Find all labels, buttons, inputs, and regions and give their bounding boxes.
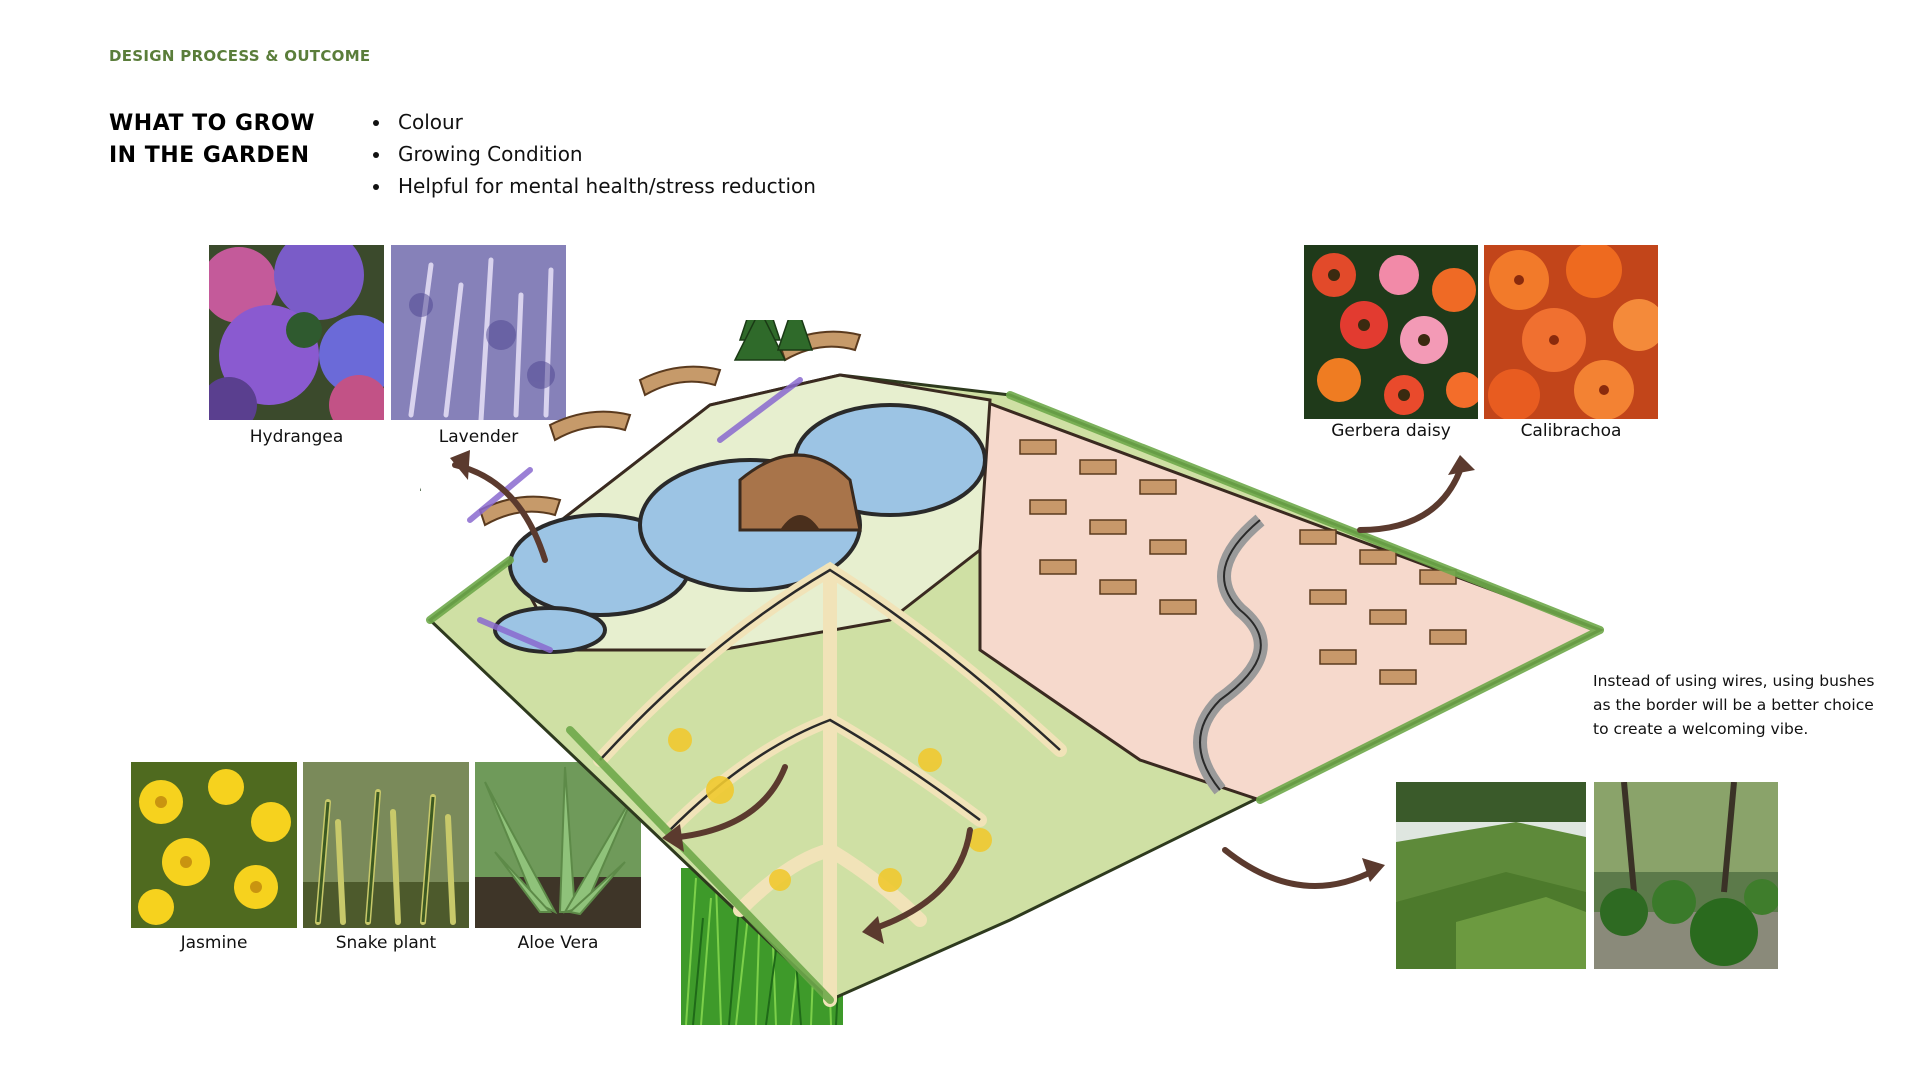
jasmine-caption: Jasmine: [180, 933, 248, 953]
title-line-1: WHAT TO GROW: [109, 111, 315, 136]
gerbera-caption: Gerbera daisy: [1331, 421, 1451, 441]
calibrachoa-caption: Calibrachoa: [1520, 421, 1622, 441]
garden-plan-illustration: [420, 320, 1604, 1007]
snake-plant-photo: [303, 762, 469, 928]
border-note: Instead of using wires, using bushes as …: [1593, 672, 1875, 738]
jasmine-photo: [131, 762, 297, 928]
title-line-2: IN THE GARDEN: [109, 143, 310, 168]
criteria-list: Colour Growing Condition Helpful for men…: [370, 106, 816, 202]
criteria-item: Colour: [392, 106, 816, 138]
page-title: WHAT TO GROW IN THE GARDEN: [109, 108, 359, 172]
pond: [493, 606, 607, 654]
aloe-vera-photo: [475, 762, 641, 928]
snake-plant-caption: Snake plant: [335, 933, 437, 953]
hydrangea-caption: Hydrangea: [249, 427, 344, 447]
section-eyebrow: DESIGN PROCESS & OUTCOME: [109, 47, 371, 65]
aloe-vera-caption: Aloe Vera: [517, 933, 599, 953]
lavender-photo: [391, 245, 566, 420]
criteria-item: Growing Condition: [392, 138, 816, 170]
gerbera-photo: [1304, 245, 1478, 419]
hedge-photo: [1396, 782, 1586, 969]
hydrangea-photo: [209, 245, 384, 420]
lavender-caption: Lavender: [438, 427, 519, 447]
criteria-item: Helpful for mental health/stress reducti…: [392, 170, 816, 202]
calibrachoa-photo: [1484, 245, 1658, 419]
topiary-photo: [1594, 782, 1778, 969]
raised-beds: [1019, 439, 1467, 685]
